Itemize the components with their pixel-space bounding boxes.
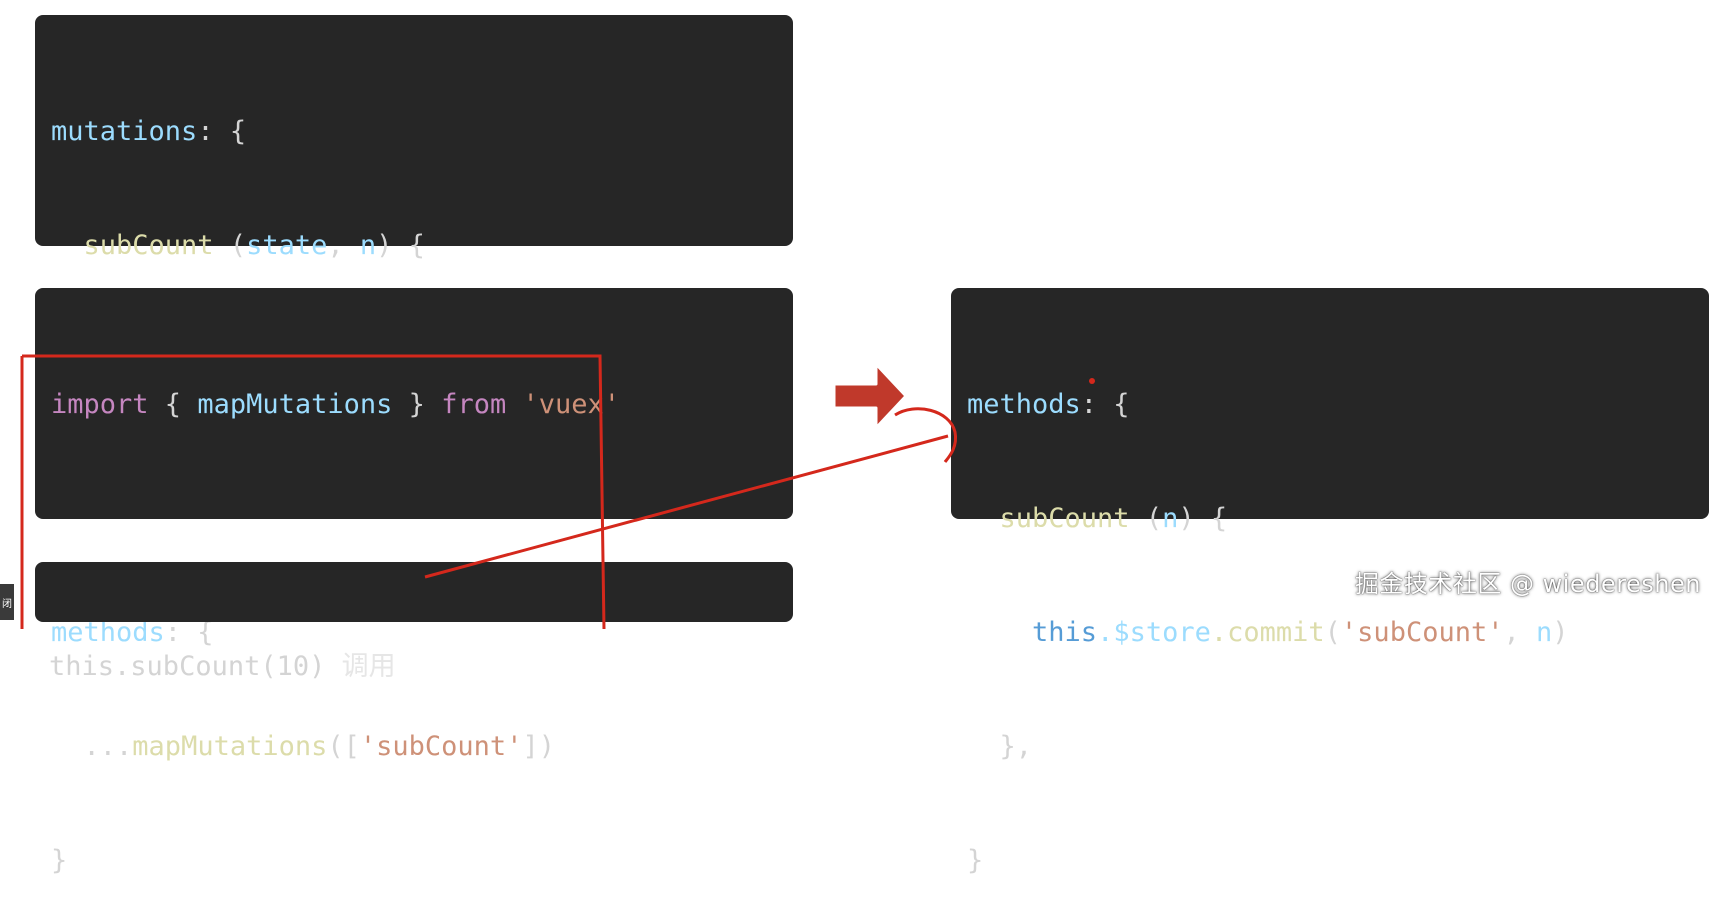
code-line: ...mapMutations(['subCount'])	[83, 731, 555, 762]
mutations-code-block: mutations: { subCount (state, n) { state…	[35, 15, 793, 603]
code-line	[51, 500, 777, 538]
code-line: }	[51, 845, 68, 876]
code-line: this.$store.commit('subCount', n)	[1032, 617, 1569, 648]
left-edge-tab[interactable]: 闭	[0, 584, 14, 620]
code-line: import { mapMutations } from 'vuex'	[51, 389, 621, 420]
call-label: 调用	[341, 651, 396, 682]
import-code-block: import { mapMutations } from 'vuex' meth…	[35, 288, 793, 876]
watermark: 掘金技术社区 @ wiedereshen	[1354, 570, 1701, 598]
code-line: subCount (state, n) {	[83, 230, 425, 261]
code-line: subCount (n) {	[999, 503, 1228, 534]
methods-code-block: methods: { subCount (n) { this.$store.co…	[951, 288, 1709, 876]
code-line: methods: {	[967, 389, 1130, 420]
code-line: }	[967, 845, 984, 876]
code-line: this.subCount(10) 调用	[49, 651, 396, 682]
code-line: },	[967, 731, 1033, 762]
call-code-block: this.subCount(10) 调用	[35, 562, 793, 682]
arrow-right-icon	[832, 362, 908, 430]
code-line: mutations: {	[51, 116, 247, 147]
connector-hook	[894, 407, 958, 463]
